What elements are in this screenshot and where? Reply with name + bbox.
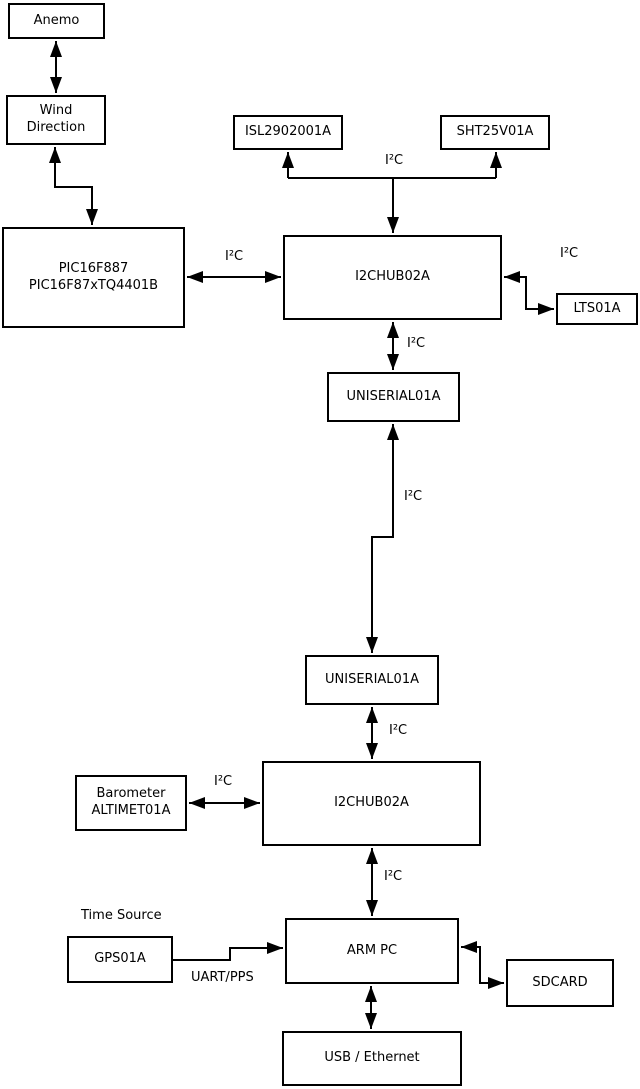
edge-armpc-sdcard bbox=[461, 941, 504, 989]
node-i2chub02a-upper: I2CHUB02A bbox=[283, 235, 502, 320]
node-pic16f887: PIC16F887 PIC16F87xTQ4401B bbox=[2, 227, 185, 328]
node-arm-pc-label: ARM PC bbox=[346, 942, 398, 958]
node-anemo-label: Anemo bbox=[33, 12, 80, 28]
label-uart-pps: UART/PPS bbox=[191, 970, 254, 985]
node-pic16f887-label: PIC16F887 PIC16F87xTQ4401B bbox=[28, 260, 159, 293]
node-arm-pc: ARM PC bbox=[285, 918, 459, 984]
node-usb-ethernet-label: USB / Ethernet bbox=[324, 1050, 420, 1066]
edge-winddirection-pic bbox=[49, 147, 98, 225]
node-sht25v01a: SHT25V01A bbox=[440, 115, 550, 150]
node-gps01a: GPS01A bbox=[67, 936, 173, 983]
label-i2c-uniserial2-hub2: I²C bbox=[389, 723, 408, 738]
node-gps01a-label: GPS01A bbox=[94, 951, 146, 967]
node-uniserial01a-upper-label: UNISERIAL01A bbox=[346, 388, 441, 404]
label-i2c-hub1-uniserial1: I²C bbox=[407, 336, 426, 351]
node-lts01a: LTS01A bbox=[556, 293, 638, 325]
label-i2c-pic-hub1: I²C bbox=[225, 249, 244, 264]
node-sdcard: SDCARD bbox=[506, 959, 614, 1007]
label-i2c-sensors-hub1: I²C bbox=[385, 153, 404, 168]
node-isl2902001a: ISL2902001A bbox=[233, 115, 343, 150]
node-wind-direction: Wind Direction bbox=[6, 95, 106, 145]
node-wind-direction-label: Wind Direction bbox=[26, 103, 86, 135]
node-anemo: Anemo bbox=[8, 3, 105, 39]
edge-hub1-lts bbox=[504, 271, 554, 315]
node-usb-ethernet: USB / Ethernet bbox=[282, 1031, 462, 1086]
node-sdcard-label: SDCARD bbox=[532, 974, 588, 990]
node-i2chub02a-upper-label: I2CHUB02A bbox=[355, 269, 430, 285]
node-isl2902001a-label: ISL2902001A bbox=[244, 124, 332, 140]
node-i2chub02a-lower: I2CHUB02A bbox=[262, 761, 481, 846]
node-uniserial01a-upper: UNISERIAL01A bbox=[327, 372, 460, 422]
node-sht25v01a-label: SHT25V01A bbox=[456, 124, 534, 140]
node-barometer-altimet01a-label: Barometer ALTIMET01A bbox=[91, 786, 171, 818]
node-uniserial01a-lower: UNISERIAL01A bbox=[305, 655, 439, 705]
edge-gps-armpc bbox=[173, 942, 283, 961]
label-i2c-hub2-armpc: I²C bbox=[384, 869, 403, 884]
label-i2c-barometer-hub2: I²C bbox=[214, 774, 233, 789]
node-barometer-altimet01a: Barometer ALTIMET01A bbox=[75, 775, 187, 831]
label-i2c-hub1-lts: I²C bbox=[560, 246, 579, 261]
label-i2c-uniserial1-uniserial2: I²C bbox=[404, 489, 423, 504]
node-i2chub02a-lower-label: I2CHUB02A bbox=[334, 795, 409, 811]
node-uniserial01a-lower-label: UNISERIAL01A bbox=[325, 671, 419, 687]
label-time-source: Time Source bbox=[81, 908, 162, 923]
node-lts01a-label: LTS01A bbox=[573, 300, 621, 316]
edge-uniserial1-uniserial2 bbox=[366, 424, 399, 653]
